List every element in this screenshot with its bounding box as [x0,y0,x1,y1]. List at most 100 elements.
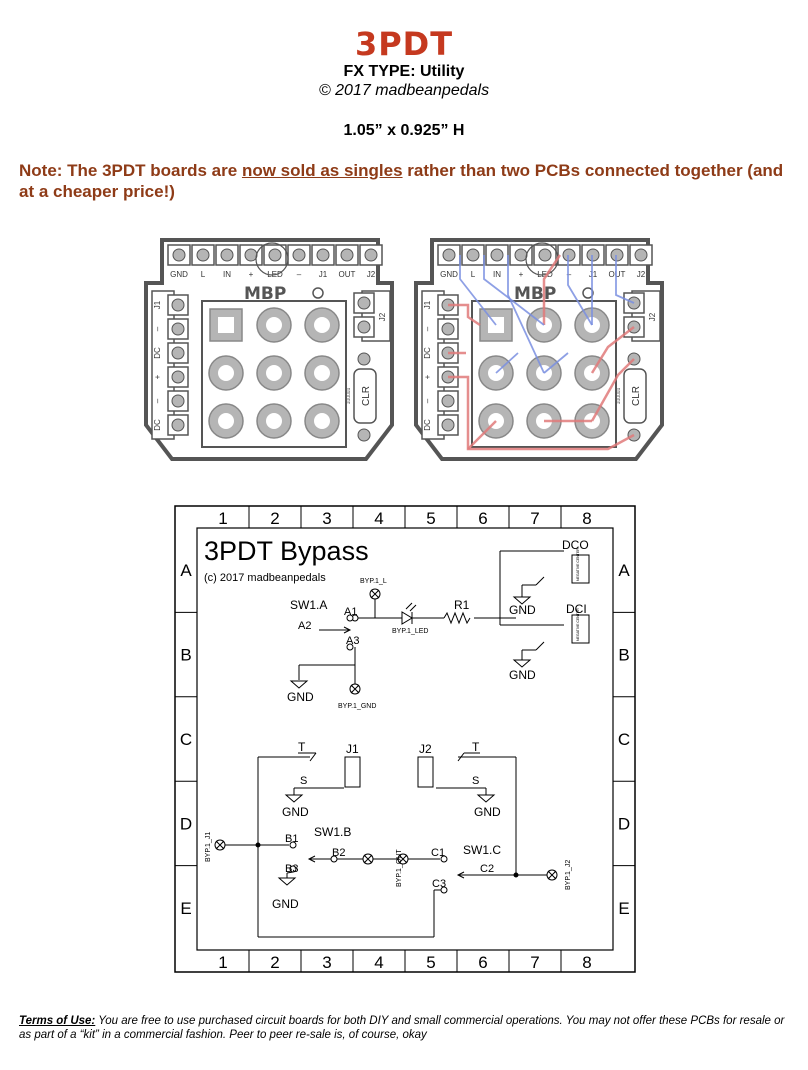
pcb-top-label: GND [170,270,188,279]
pcb-left-label: DC [153,419,162,431]
pcb-logo: MBP [244,284,286,304]
label-r1: R1 [454,598,470,612]
pcb-top-label: J1 [589,270,598,279]
pcb-trace-blue [495,352,519,374]
jack-section [214,752,558,938]
pcb-switch-hole [266,317,282,333]
led-section [298,550,590,695]
label-dci: DCI [566,602,587,616]
label-t-j1: T [298,740,306,754]
pcb-pad [562,248,576,262]
pcb-pad [357,296,371,310]
label-jack-dci: NEGATIVE CENTER [576,608,580,641]
label-c1: C1 [431,847,445,859]
pcb-switch-hole [218,365,234,381]
pcb-pad [316,248,330,262]
frame-col-number: 8 [582,509,591,528]
pcb-pad [634,248,648,262]
pcb-pad [244,248,258,262]
pcb-right-label: J2 [648,312,657,321]
pcb-pad [441,394,455,408]
label-s-j2: S [472,775,479,787]
pcb-pad [490,248,504,262]
label-sw1a: SW1.A [290,598,327,612]
frame-col-number: 4 [374,953,383,972]
label-gnd-j2: GND [474,805,501,819]
pcb-clr-value: 1uuuuu [616,387,622,404]
pcb-top-label: J1 [319,270,328,279]
label-dco: DCO [562,538,589,552]
pcb-left-label: – [153,326,162,331]
pcb-trace-blue [507,255,545,374]
pcb-top-label: – [297,270,302,279]
terms-text: You are free to use purchased circuit bo… [19,1015,785,1041]
frame-col-number: 6 [478,953,487,972]
label-byp-led: BYP.1_LED [392,628,428,635]
pcb-trace-red [590,326,635,374]
pcb-trace-red [590,358,635,422]
pcb-left-label: J1 [423,300,432,309]
label-gnd-j1: GND [282,805,309,819]
pcb-switch-hole [314,365,330,381]
schematic-copyright: (c) 2017 madbeanpedals [204,572,326,584]
pcb-top-label: + [519,270,524,279]
pcb-left-label: – [423,326,432,331]
label-gnd-a: GND [287,690,314,704]
pcb-pad [466,248,480,262]
pcb-trace-red [448,303,481,327]
pcb-pad [171,346,185,360]
pcb-top-label: J2 [637,270,646,279]
pcb-pad [172,248,186,262]
pcb-left-label: + [423,374,432,379]
pcb-trace-red [542,254,562,325]
pcb-pad [538,248,552,262]
note-emphasis: now sold as singles [241,161,403,180]
pcb-led-circle [255,242,289,276]
frame-col-number: 5 [426,509,435,528]
frame-col-number: 2 [270,953,279,972]
label-b1: B1 [285,833,298,845]
pcb-clr-resistor [623,368,647,424]
label-b3: B3 [285,863,298,875]
pcb-pad [292,248,306,262]
schematic-frame-inner [196,527,614,951]
pcb-top-label: L [471,270,476,279]
label-byp-out: BYP.1_OUT [396,849,403,887]
pcb-pad [442,248,456,262]
label-sw1b: SW1.B [314,825,351,839]
frame-row-letter: A [180,561,192,580]
label-byp-j2: BYP.1_J2 [565,860,572,890]
frame-col-number: 7 [530,953,539,972]
pcb-trace-blue [543,352,569,374]
pcb-top-label: L [201,270,206,279]
dimensions: 1.05” x 0.925” H [343,122,465,139]
pcb-left-label: DC [423,419,432,431]
copyright: © 2017 madbeanpedals [318,82,490,99]
label-c2: C2 [480,863,494,875]
pcb-mount-hole [582,287,594,299]
pcb-clr-value: 1uuuuu [346,387,352,404]
label-t-j2: T [472,740,480,754]
frame-col-number: 8 [582,953,591,972]
frame-row-letter: B [180,646,191,665]
frame-row-letter: E [180,899,191,918]
pcb-switch-hole [314,413,330,429]
label-a1: A1 [344,606,357,618]
schematic-title: 3PDT Bypass [204,536,369,566]
pcb-pad [171,394,185,408]
pcb-pad [171,322,185,336]
label-jack-dco: NEGATIVE CENTER [576,548,580,581]
pcb-left-label: J1 [153,300,162,309]
terms-label: Terms of Use: [19,1015,96,1027]
fx-type: FX TYPE: Utility [343,63,465,80]
frame-col-number: 2 [270,509,279,528]
label-byp-l: BYP.1_L [360,578,387,585]
frame-row-letter: B [618,646,629,665]
label-a2: A2 [298,620,311,632]
label-s-j1: S [300,775,307,787]
pcb-trace-blue [567,255,593,326]
pcb-top-label: J2 [367,270,376,279]
